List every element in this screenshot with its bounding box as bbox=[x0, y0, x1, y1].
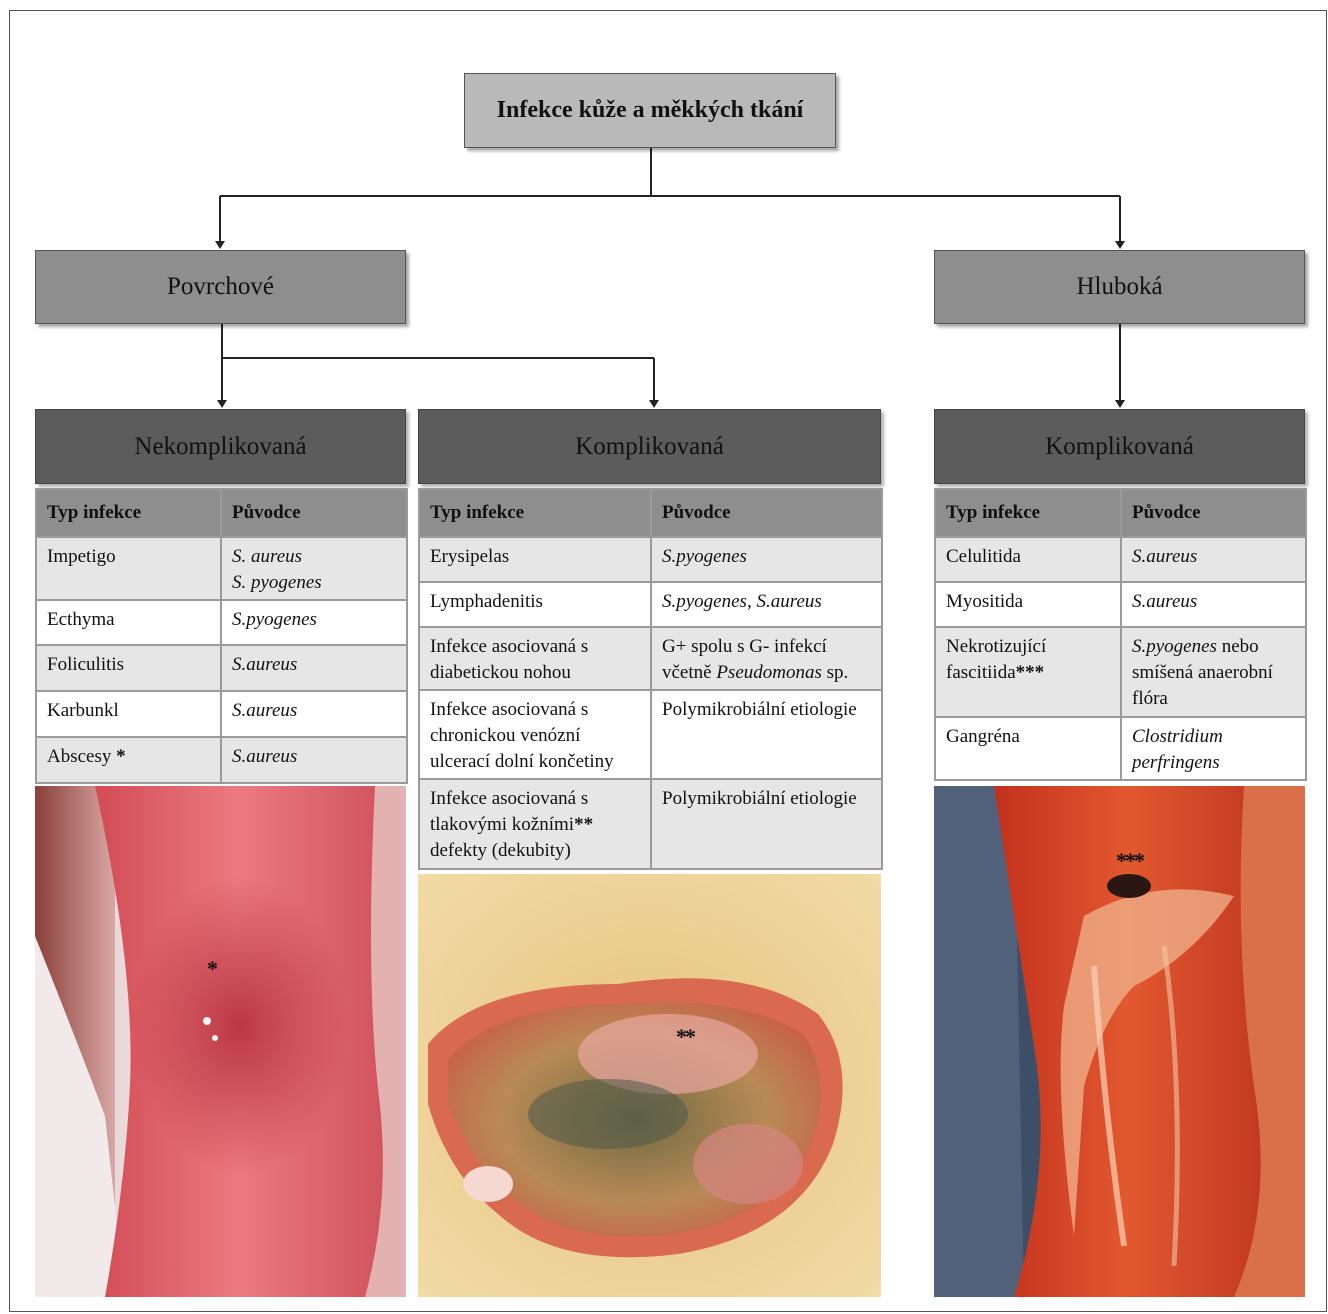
table-header-row: Typ infekce Původce bbox=[36, 489, 407, 537]
table-row: Erysipelas S.pyogenes bbox=[419, 537, 882, 582]
cell-type: Gangréna bbox=[935, 717, 1121, 780]
table-row: Gangréna Clostridium perfringens bbox=[935, 717, 1306, 780]
arrow-superficial bbox=[215, 241, 225, 249]
cell-agent: S. aureus S. pyogenes bbox=[221, 537, 407, 600]
superficial-node: Povrchové bbox=[35, 250, 406, 324]
table-row: Infekce asociovaná s diabetickou nohou G… bbox=[419, 627, 882, 690]
col-header-agent: Původce bbox=[221, 489, 407, 537]
asterisk-mark: * bbox=[116, 746, 126, 767]
table-row: Lymphadenitis S.pyogenes, S.aureus bbox=[419, 582, 882, 627]
cell-type: Celulitida bbox=[935, 537, 1121, 582]
ulcer-mark: ** bbox=[676, 1024, 694, 1050]
cell-type-text: Infekce asociovaná s tlakovými kožními bbox=[430, 788, 588, 835]
cell-type: Myositida bbox=[935, 582, 1121, 627]
cell-agent: S.aureus bbox=[221, 645, 407, 691]
cell-agent: G+ spolu s G- infekcí včetně Pseudomonas… bbox=[651, 627, 882, 690]
cell-agent: S.aureus bbox=[1121, 582, 1306, 627]
cell-type: Lymphadenitis bbox=[419, 582, 651, 627]
deep-complicated-table: Typ infekce Původce Celulitida S.aureus … bbox=[934, 488, 1307, 781]
table-row: Foliculitis S.aureus bbox=[36, 645, 407, 691]
complicated-header: Komplikovaná bbox=[418, 409, 881, 484]
table-row: Infekce asociovaná s tlakovými kožními**… bbox=[419, 779, 882, 869]
table-header-row: Typ infekce Původce bbox=[935, 489, 1306, 537]
root-node: Infekce kůže a měkkých tkání bbox=[464, 73, 836, 148]
cell-agent: Polymikrobiální etiologie bbox=[651, 690, 882, 779]
table-header-row: Typ infekce Původce bbox=[419, 489, 882, 537]
superficial-title: Povrchové bbox=[167, 273, 274, 301]
col-header-agent: Původce bbox=[651, 489, 882, 537]
cell-type: Infekce asociovaná s chronickou venózní … bbox=[419, 690, 651, 779]
table-row: Nekrotizující fascitiida*** S.pyogenes n… bbox=[935, 627, 1306, 717]
col-header-type: Typ infekce bbox=[36, 489, 221, 537]
arrow-complicated bbox=[649, 400, 659, 408]
cell-agent: S.aureus bbox=[221, 737, 407, 783]
deep-title: Hluboká bbox=[1076, 273, 1162, 301]
agent-genus: Pseudomonas bbox=[716, 662, 822, 683]
cell-type: Foliculitis bbox=[36, 645, 221, 691]
deep-complicated-header: Komplikovaná bbox=[934, 409, 1305, 484]
table-row: Infekce asociovaná s chronickou venózní … bbox=[419, 690, 882, 779]
cell-type: Infekce asociovaná s tlakovými kožními**… bbox=[419, 779, 651, 869]
table-row: Karbunkl S.aureus bbox=[36, 691, 407, 737]
cell-agent-line1: S. aureus bbox=[232, 544, 397, 570]
deep-node: Hluboká bbox=[934, 250, 1305, 324]
cell-agent-line2: S. pyogenes bbox=[232, 570, 397, 596]
col-header-type: Typ infekce bbox=[935, 489, 1121, 537]
cell-type: Nekrotizující fascitiida*** bbox=[935, 627, 1121, 717]
uncomplicated-header: Nekomplikovaná bbox=[35, 409, 406, 484]
pressure-ulcer-photo: ** bbox=[418, 874, 881, 1297]
complicated-title: Komplikovaná bbox=[575, 433, 724, 461]
cell-agent: S.aureus bbox=[1121, 537, 1306, 582]
uncomplicated-title: Nekomplikovaná bbox=[134, 433, 306, 461]
arrow-deep-complicated bbox=[1115, 400, 1125, 408]
table-row: Myositida S.aureus bbox=[935, 582, 1306, 627]
double-asterisk-mark: ** bbox=[574, 814, 593, 835]
agent-suffix: sp. bbox=[822, 662, 848, 683]
table-row: Ecthyma S.pyogenes bbox=[36, 600, 407, 645]
cell-agent: S.pyogenes bbox=[221, 600, 407, 645]
complicated-table: Typ infekce Původce Erysipelas S.pyogene… bbox=[418, 488, 883, 870]
cell-agent: S.pyogenes, S.aureus bbox=[651, 582, 882, 627]
root-title: Infekce kůže a měkkých tkání bbox=[497, 97, 804, 124]
cell-type-text-2: defekty (dekubity) bbox=[430, 840, 571, 861]
deep-complicated-title: Komplikovaná bbox=[1045, 433, 1194, 461]
fasciitis-photo: *** bbox=[934, 786, 1305, 1297]
agent-species: S.pyogenes bbox=[1132, 636, 1217, 657]
table-row: Abscesy * S.aureus bbox=[36, 737, 407, 783]
cell-type: Abscesy * bbox=[36, 737, 221, 783]
abscess-photo: * bbox=[35, 786, 406, 1297]
cell-type: Ecthyma bbox=[36, 600, 221, 645]
cell-type: Erysipelas bbox=[419, 537, 651, 582]
arrow-deep bbox=[1115, 241, 1125, 249]
cell-type: Karbunkl bbox=[36, 691, 221, 737]
cell-agent: Polymikrobiální etiologie bbox=[651, 779, 882, 869]
cell-agent: S.pyogenes nebo smíšená anaerobní flóra bbox=[1121, 627, 1306, 717]
cell-type: Impetigo bbox=[36, 537, 221, 600]
col-header-type: Typ infekce bbox=[419, 489, 651, 537]
cell-agent: S.aureus bbox=[221, 691, 407, 737]
triple-asterisk-mark: *** bbox=[1016, 662, 1045, 683]
uncomplicated-table: Typ infekce Původce Impetigo S. aureus S… bbox=[35, 488, 408, 784]
cell-agent: Clostridium perfringens bbox=[1121, 717, 1306, 780]
cell-type: Infekce asociovaná s diabetickou nohou bbox=[419, 627, 651, 690]
arrow-uncomplicated bbox=[217, 400, 227, 408]
abscess-mark: * bbox=[207, 956, 218, 982]
table-row: Celulitida S.aureus bbox=[935, 537, 1306, 582]
col-header-agent: Původce bbox=[1121, 489, 1306, 537]
fasciitis-mark: *** bbox=[1116, 848, 1143, 874]
cell-type-text: Abscesy bbox=[47, 746, 111, 767]
table-row: Impetigo S. aureus S. pyogenes bbox=[36, 537, 407, 600]
cell-agent: S.pyogenes bbox=[651, 537, 882, 582]
